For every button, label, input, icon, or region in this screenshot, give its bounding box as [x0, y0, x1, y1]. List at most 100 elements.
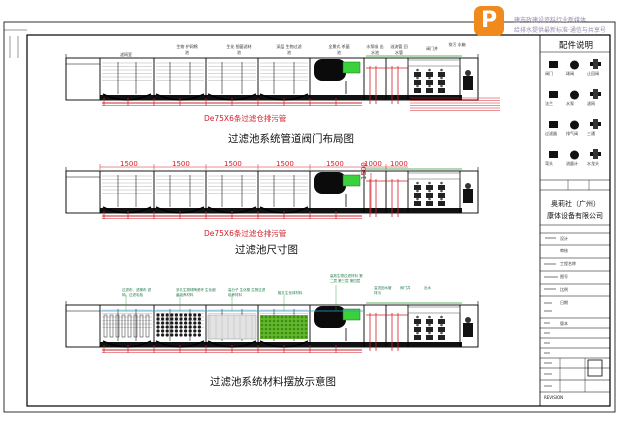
- material-8: 出水: [424, 286, 431, 290]
- material-5: 高效生物过滤材料 第二层 第三层 第四层: [330, 274, 363, 283]
- legend-label-9: 弯头: [545, 161, 553, 166]
- material-1: 过滤布、滤棉布 滤网、过滤毛毡: [122, 288, 152, 297]
- legend-label-5: 滤网: [587, 101, 595, 106]
- valve-block: [414, 335, 421, 340]
- dim-1: 1500: [120, 160, 138, 168]
- title-block-row-2: 工程名称: [560, 261, 576, 266]
- sterilizer-tank: [314, 172, 346, 194]
- valve-knob: [428, 76, 431, 80]
- legend-label-2: 止回阀: [587, 71, 599, 76]
- material-4: 粗孔生化球材料: [278, 291, 303, 295]
- legend-icon-3: [549, 91, 558, 98]
- valve-block: [426, 185, 433, 190]
- watermark-line1: 建市政建设资料行业新媒体: [514, 17, 587, 24]
- outer-border: [3, 21, 616, 413]
- uv-unit: [342, 308, 361, 321]
- legend-label-7: 排气阀: [566, 131, 578, 136]
- diagram-valve-layout: [65, 54, 500, 111]
- valve-block: [426, 193, 433, 198]
- drain-pump: [463, 189, 473, 203]
- valve-block: [414, 327, 421, 332]
- header-valve-well: 阀门井: [426, 46, 438, 51]
- valve-block: [438, 193, 445, 198]
- bottom-slab: [100, 95, 462, 100]
- valve-knob: [440, 84, 443, 88]
- valve-block: [426, 327, 433, 332]
- valve-block: [426, 335, 433, 340]
- valve-knob: [416, 84, 419, 88]
- material-6: 溢流回水管 排污: [374, 286, 392, 295]
- dim-4: 1500: [276, 160, 294, 168]
- drain-pump: [463, 323, 473, 337]
- valve-knob: [440, 323, 443, 327]
- valve-block: [414, 193, 421, 198]
- legend-label-3: 法兰: [545, 101, 553, 106]
- brand-p-icon: P: [474, 6, 504, 36]
- material-2: 多孔生物球陶瓷环 生化细菌培养材料: [176, 288, 216, 297]
- legend-icon-1: [570, 60, 579, 70]
- valve-knob: [440, 68, 443, 72]
- title-block: [539, 34, 611, 407]
- legend-label-8: 三通: [587, 131, 595, 136]
- title-block-row-3: 图号: [560, 274, 568, 279]
- legend-icon-7: [570, 120, 579, 130]
- header-screen-room: 滤网室: [120, 52, 132, 57]
- company-line-1: 奥莉社（广州）: [551, 200, 600, 208]
- valve-block: [426, 319, 433, 324]
- material-3: 高分子 生化棉 生物过滤培养材料: [228, 288, 266, 297]
- title-block-row-4: 比例: [560, 287, 568, 292]
- valve-knob: [428, 181, 431, 185]
- tank-outline: [65, 170, 479, 214]
- dim-6: 1000: [364, 160, 382, 168]
- dim-5: 1500: [326, 160, 344, 168]
- valve-block: [438, 319, 445, 324]
- valve-block: [414, 72, 421, 77]
- bottom-pipe-arc: [102, 340, 152, 348]
- legend-label-11: 水龙头: [587, 161, 599, 166]
- filter-media: [100, 285, 364, 340]
- valve-block: [426, 72, 433, 77]
- pump-motor: [465, 317, 471, 323]
- title-block-row-0: 设计: [560, 236, 568, 241]
- valve-knob: [428, 323, 431, 327]
- diagram-dimensions: [65, 164, 479, 219]
- valve-block: [426, 80, 433, 85]
- diagram-title-2: 过滤池尺寸图: [235, 244, 298, 256]
- valve-block: [438, 185, 445, 190]
- legend-label-6: 过滤器: [545, 131, 557, 136]
- valve-knob: [416, 189, 419, 193]
- header-biochem: 生化 细菌滤材池: [226, 44, 252, 55]
- valve-knob: [440, 315, 443, 319]
- diagram-title-3: 过滤池系统材料摆放示意图: [210, 376, 336, 388]
- sterilizer-tank: [314, 59, 346, 81]
- valve-knob: [440, 331, 443, 335]
- legend-icon-9: [549, 151, 558, 158]
- valve-block: [414, 201, 421, 206]
- valve-knob: [428, 331, 431, 335]
- valve-block: [438, 201, 445, 206]
- bottom-pipe-arc: [102, 206, 152, 214]
- valve-knob: [428, 197, 431, 201]
- legend-icon-10: [570, 150, 579, 160]
- valve-knob: [416, 68, 419, 72]
- valve-knob: [416, 181, 419, 185]
- tank-outline: [65, 57, 479, 101]
- legend-label-0: 阀门: [545, 71, 553, 76]
- diagram-title-1: 过滤池系统管道阀门布局图: [228, 133, 354, 145]
- legend-icon-2: [590, 59, 601, 69]
- pipe-label-2: De75X6条过滤仓排污管: [204, 229, 287, 238]
- header-overflow: 溢流管 回水管: [390, 44, 408, 55]
- legend-icon-0: [549, 61, 558, 68]
- legend-icon-4: [570, 90, 579, 100]
- accessory-heading: 配件说明: [559, 41, 594, 51]
- valve-knob: [428, 68, 431, 72]
- dim-2: 1500: [172, 160, 190, 168]
- company-line-2: 康体设备有限公司: [547, 212, 603, 220]
- header-pump-outlet: 水泵吸 出水池: [366, 44, 384, 55]
- legend-label-1: 球阀: [566, 71, 574, 76]
- valve-block: [414, 88, 421, 93]
- valve-block: [426, 88, 433, 93]
- pump-motor: [465, 70, 471, 76]
- legend-label-4: 水泵: [566, 101, 574, 106]
